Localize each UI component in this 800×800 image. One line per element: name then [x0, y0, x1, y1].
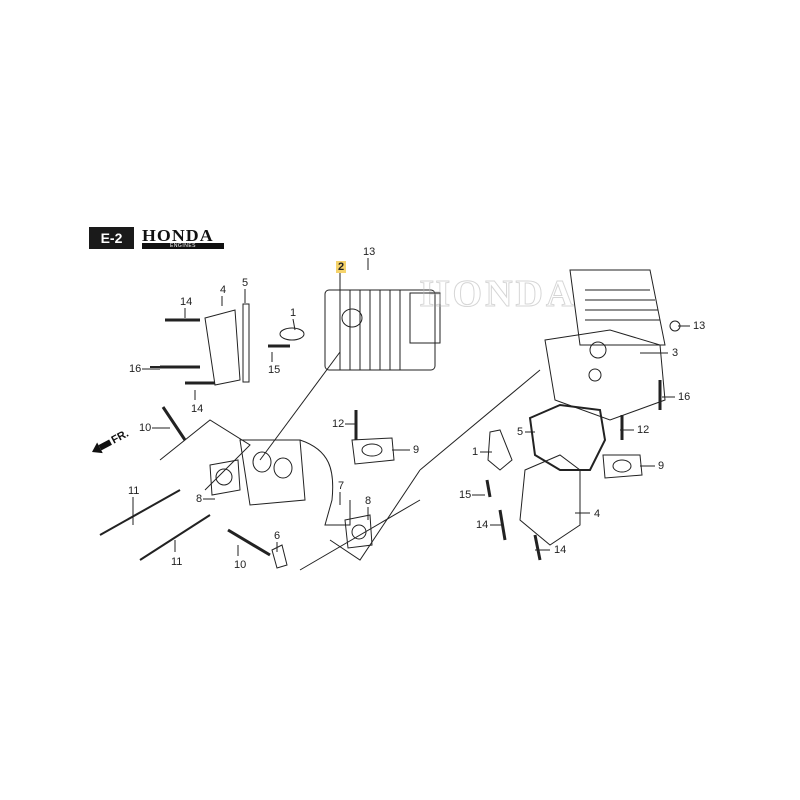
part-callout-14[interactable]: 14 [179, 296, 194, 308]
part-callout-15[interactable]: 15 [267, 364, 282, 376]
part-callout-13[interactable]: 13 [362, 246, 377, 258]
part-callout-10[interactable]: 10 [233, 559, 248, 571]
part-callout-6[interactable]: 6 [273, 530, 282, 542]
brand-name: HONDA [142, 226, 214, 245]
part-callout-13[interactable]: 13 [692, 320, 707, 332]
part-callout-7[interactable]: 7 [337, 480, 346, 492]
part-callout-14[interactable]: 14 [190, 403, 205, 415]
part-callout-1[interactable]: 1 [289, 307, 298, 319]
part-callout-12[interactable]: 12 [331, 418, 346, 430]
part-callout-10[interactable]: 10 [138, 422, 153, 434]
part-callout-11[interactable]: 11 [170, 556, 184, 568]
part-callout-2[interactable]: 2 [336, 261, 347, 273]
part-callout-8[interactable]: 8 [364, 495, 373, 507]
part-callout-14[interactable]: 14 [553, 544, 568, 556]
section-tag: E-2 [89, 227, 134, 249]
part-callout-9[interactable]: 9 [412, 444, 421, 456]
part-callout-8[interactable]: 8 [195, 493, 204, 505]
part-callout-3[interactable]: 3 [671, 347, 680, 359]
part-callout-16[interactable]: 16 [677, 391, 692, 403]
part-callout-15[interactable]: 15 [458, 489, 473, 501]
part-callout-9[interactable]: 9 [657, 460, 666, 472]
part-callout-5[interactable]: 5 [241, 277, 250, 289]
brand-logo: HONDA ENGINES [142, 226, 224, 249]
part-callout-1[interactable]: 1 [471, 446, 480, 458]
diagram-header: E-2 HONDA ENGINES [89, 226, 224, 249]
part-callout-11[interactable]: 11 [127, 485, 141, 497]
part-callout-12[interactable]: 12 [636, 424, 651, 436]
part-callout-4[interactable]: 4 [219, 284, 228, 296]
part-callout-4[interactable]: 4 [593, 508, 602, 520]
arrow-shaft [98, 439, 112, 451]
brand-watermark: HONDA [419, 273, 577, 316]
brand-subtitle: ENGINES [142, 243, 224, 249]
part-callout-16[interactable]: 16 [128, 363, 143, 375]
part-callout-5[interactable]: 5 [516, 426, 525, 438]
part-callout-14[interactable]: 14 [475, 519, 490, 531]
